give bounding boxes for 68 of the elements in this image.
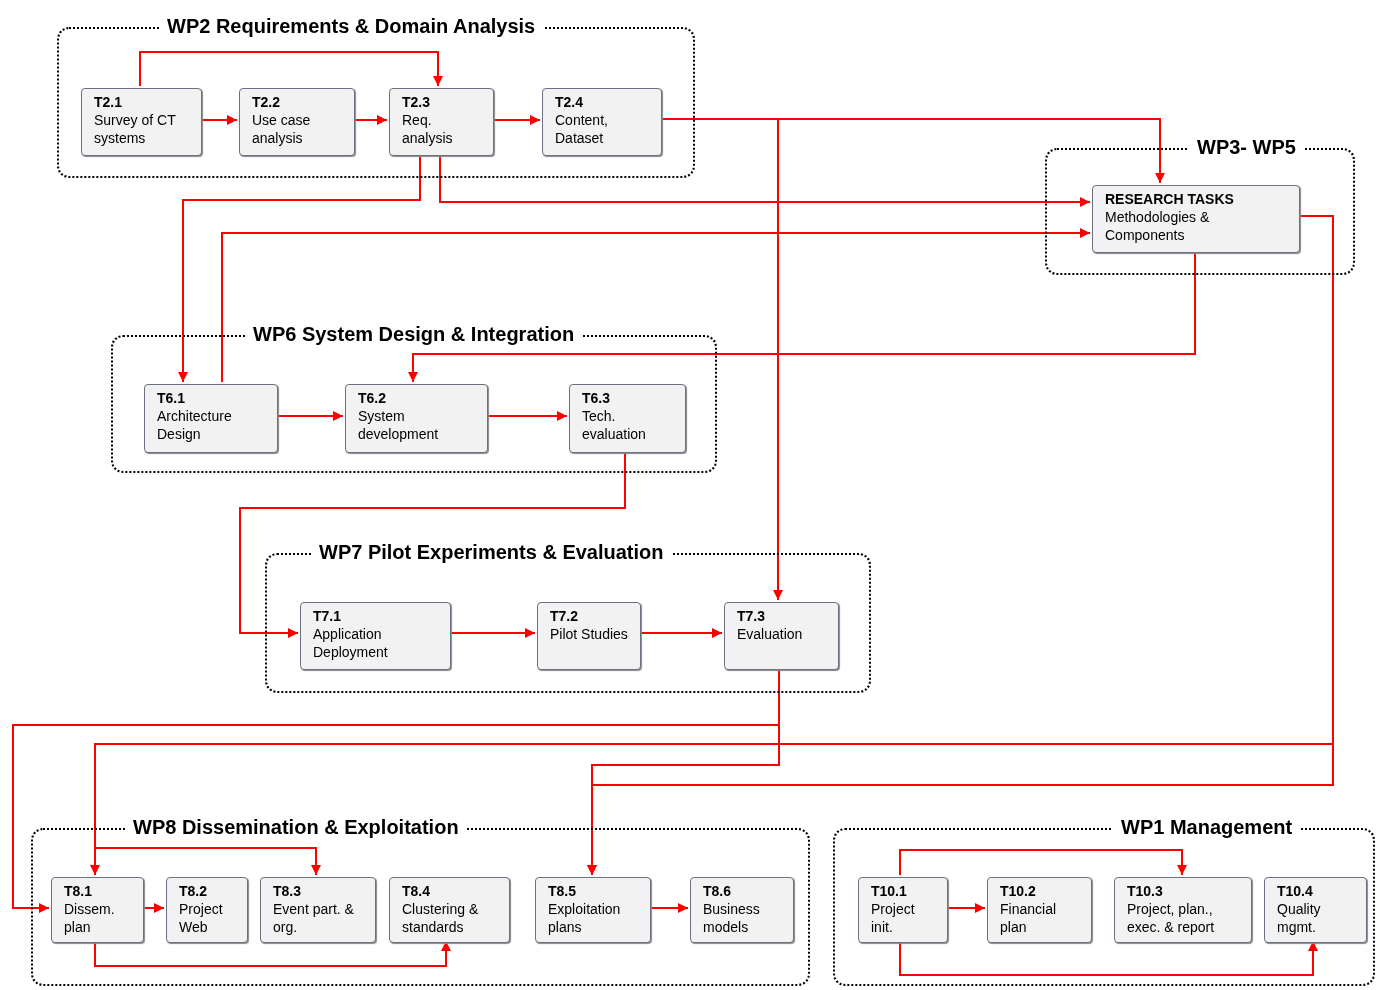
- task-box: [1264, 877, 1367, 943]
- task-id: T10.2: [1000, 882, 1037, 900]
- task-description: Survey of CT systems: [94, 111, 177, 147]
- task-id: T8.6: [703, 882, 732, 900]
- task-id: T6.1: [157, 389, 186, 407]
- task-id: T6.2: [358, 389, 387, 407]
- task-description: Financial plan: [1000, 900, 1058, 936]
- task-description: Project, plan., exec. & report: [1127, 900, 1216, 936]
- task-box: [1092, 185, 1300, 253]
- task-id: T7.2: [550, 607, 579, 625]
- task-box: [166, 877, 248, 943]
- task-box: [300, 602, 451, 670]
- task-box: [535, 877, 651, 943]
- task-description: Application Deployment: [313, 625, 389, 661]
- task-box: [858, 877, 948, 943]
- task-description: System development: [358, 407, 440, 443]
- task-id: T10.4: [1277, 882, 1314, 900]
- task-box: [81, 88, 202, 156]
- task-description: Quality mgmt.: [1277, 900, 1322, 936]
- task-description: Methodologies & Components: [1105, 208, 1211, 244]
- task-id: T10.1: [871, 882, 908, 900]
- task-description: Project init.: [871, 900, 916, 936]
- task-box: [345, 384, 488, 453]
- task-box: [260, 877, 376, 943]
- task-box: [537, 602, 641, 670]
- task-id: T8.3: [273, 882, 302, 900]
- task-box: [724, 602, 839, 670]
- task-id: T10.3: [1127, 882, 1164, 900]
- task-id: T8.4: [402, 882, 431, 900]
- connector-arrow: [587, 215, 1334, 876]
- task-description: Event part. & org.: [273, 900, 355, 936]
- task-description: Business models: [703, 900, 761, 936]
- task-description: Dissem. plan: [64, 900, 116, 936]
- task-id: T8.2: [179, 882, 208, 900]
- connector-arrow: [94, 847, 321, 876]
- connector-arrow: [139, 51, 443, 87]
- task-box: [144, 384, 278, 453]
- task-box: [987, 877, 1092, 943]
- connector-arrow: [221, 228, 1091, 383]
- task-id: RESEARCH TASKS: [1105, 190, 1235, 208]
- task-description: Architecture Design: [157, 407, 233, 443]
- task-id: T2.2: [252, 93, 281, 111]
- task-id: T6.3: [582, 389, 611, 407]
- connector-arrow: [899, 849, 1187, 876]
- task-id: T8.5: [548, 882, 577, 900]
- task-box: [239, 88, 355, 156]
- task-id: T2.4: [555, 93, 584, 111]
- task-description: Project Web: [179, 900, 224, 936]
- task-description: Content, Dataset: [555, 111, 609, 147]
- task-id: T7.1: [313, 607, 342, 625]
- task-box: [1114, 877, 1252, 943]
- task-box: [51, 877, 144, 943]
- task-id: T2.1: [94, 93, 123, 111]
- task-description: Tech. evaluation: [582, 407, 647, 443]
- task-description: Use case analysis: [252, 111, 312, 147]
- task-description: Pilot Studies: [550, 625, 628, 643]
- task-id: T8.1: [64, 882, 93, 900]
- task-box: [389, 877, 510, 943]
- task-box: [542, 88, 662, 156]
- task-box: [569, 384, 686, 453]
- task-box: [690, 877, 794, 943]
- task-description: Clustering & standards: [402, 900, 480, 936]
- task-id: T7.3: [737, 607, 766, 625]
- task-id: T2.3: [402, 93, 431, 111]
- task-description: Evaluation: [737, 625, 804, 643]
- task-description: Req. analysis: [402, 111, 454, 147]
- task-description: Exploitation plans: [548, 900, 622, 936]
- task-box: [389, 88, 494, 156]
